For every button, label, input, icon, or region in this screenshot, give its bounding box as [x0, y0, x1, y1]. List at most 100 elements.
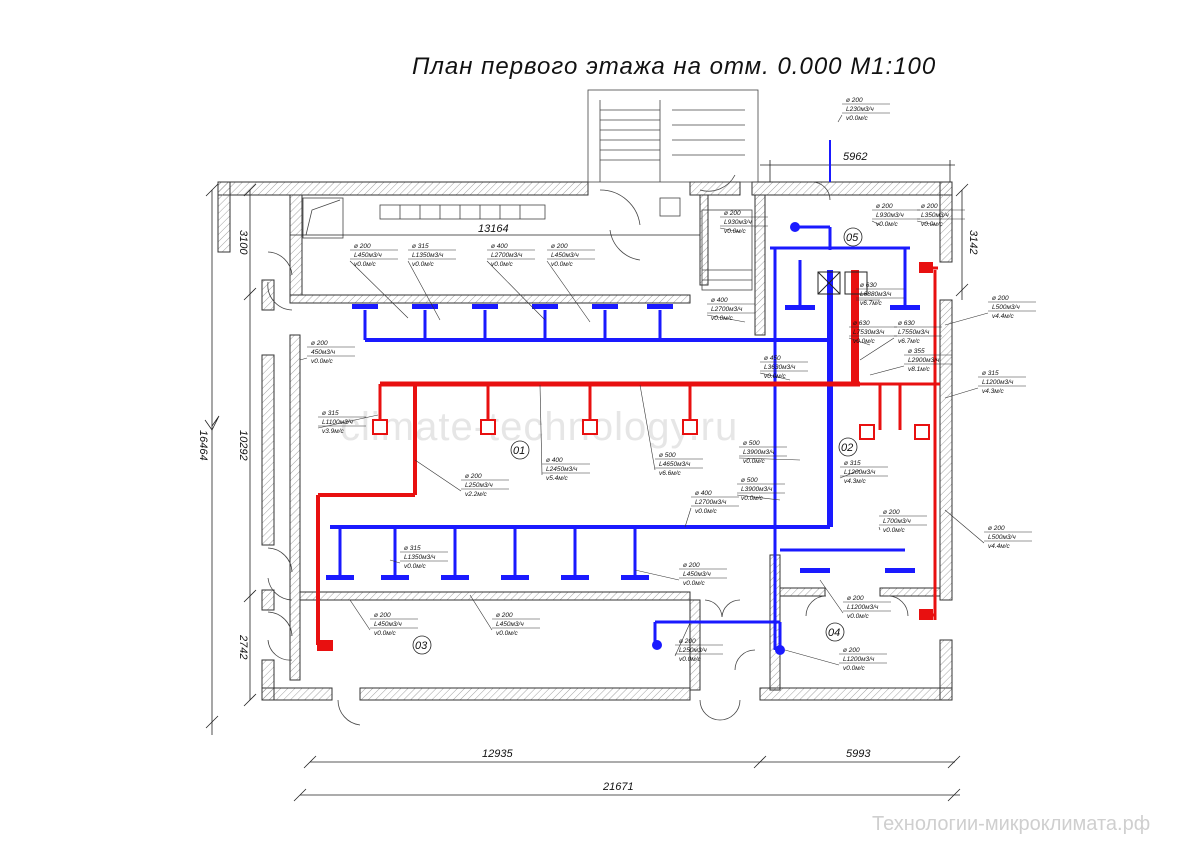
room-02: 02 — [841, 442, 853, 454]
dim-5993: 5993 — [846, 748, 871, 760]
walls — [217, 181, 953, 701]
note-velocity: v0.0м/с — [412, 261, 435, 268]
dimension-lines — [204, 160, 969, 802]
note-leader — [819, 579, 844, 614]
note-diameter: ø 500 — [741, 477, 758, 484]
note-diameter: ø 200 — [374, 612, 391, 619]
note-diameter: ø 200 — [354, 243, 371, 250]
room-05: 05 — [846, 232, 859, 244]
note-velocity: v3.9м/с — [322, 428, 345, 435]
drawing-title: План первого этажа на отм. 0.000 М1:100 — [412, 53, 936, 80]
note-diameter: ø 400 — [695, 490, 712, 497]
room-labels: 01 02 03 04 05 — [412, 227, 863, 655]
watermark: climate-technology.ru — [340, 405, 738, 449]
note-diameter: ø 315 — [982, 370, 999, 377]
note-flow: L930м3/ч — [876, 212, 904, 219]
note-leader — [719, 227, 741, 233]
room-01: 01 — [513, 445, 525, 457]
note-flow: L450м3/ч — [683, 571, 711, 578]
note-flow: L2700м3/ч — [711, 306, 743, 313]
note-flow: L500м3/ч — [992, 304, 1020, 311]
note-flow: L1350м3/ч — [404, 554, 436, 561]
note-leader — [349, 599, 371, 631]
note-velocity: v0.0м/с — [883, 527, 906, 534]
note-leader — [736, 494, 781, 501]
note-velocity: v0.0м/с — [724, 228, 747, 235]
note-velocity: v0.0м/с — [847, 613, 870, 620]
note-diameter: ø 355 — [908, 348, 925, 355]
note-diameter: ø 400 — [491, 243, 508, 250]
note-flow: L7550м3/ч — [898, 329, 930, 336]
note-velocity: v5.4м/с — [546, 475, 569, 482]
note-leader — [539, 384, 543, 476]
note-leader — [299, 357, 308, 361]
note-diameter: ø 200 — [883, 509, 900, 516]
note-diameter: ø 200 — [551, 243, 568, 250]
note-flow: L6880м3/ч — [860, 291, 892, 298]
note-leader — [944, 312, 989, 326]
note-flow: L450м3/ч — [551, 252, 579, 259]
note-velocity: v6.7м/с — [898, 338, 921, 345]
note-flow: L930м3/ч — [724, 219, 752, 226]
note-velocity: v0.0м/с — [695, 508, 718, 515]
note-leader — [848, 337, 871, 346]
note-leader — [407, 260, 441, 321]
note-diameter: ø 200 — [876, 203, 893, 210]
note-velocity: v4.4м/с — [992, 313, 1015, 320]
note-flow: L450м3/ч — [354, 252, 382, 259]
note-diameter: ø 200 — [988, 525, 1005, 532]
note-velocity: v0.0м/с — [679, 656, 702, 663]
note-flow: L7530м3/ч — [853, 329, 885, 336]
note-leader — [839, 469, 861, 479]
note-velocity: v2.2м/с — [465, 491, 488, 498]
note-velocity: v6.6м/с — [659, 470, 682, 477]
note-velocity: v8.1м/с — [908, 366, 931, 373]
dim-3142: 3142 — [967, 230, 979, 254]
note-velocity: v0.0м/с — [551, 261, 574, 268]
note-diameter: ø 200 — [921, 203, 938, 210]
note-velocity: v0.0м/с — [354, 261, 377, 268]
note-flow: L450м3/ч — [374, 621, 402, 628]
note-flow: L2900м3/ч — [908, 357, 940, 364]
note-diameter: ø 400 — [546, 457, 563, 464]
note-velocity: v0.0м/с — [711, 315, 734, 322]
note-diameter: ø 200 — [496, 612, 513, 619]
note-flow: L1200м3/ч — [982, 379, 1014, 386]
note-flow: L1200м3/ч — [843, 656, 875, 663]
dim-12935: 12935 — [482, 748, 513, 760]
note-diameter: ø 315 — [844, 460, 861, 467]
note-diameter: ø 500 — [659, 452, 676, 459]
note-flow: L2450м3/ч — [546, 466, 578, 473]
note-diameter: ø 200 — [683, 562, 700, 569]
note-flow: L230м3/ч — [846, 106, 874, 113]
note-diameter: ø 315 — [322, 410, 339, 417]
dimension-texts: 3100 10292 2742 16464 3142 13164 5962 12… — [197, 151, 979, 793]
note-diameter: ø 200 — [465, 473, 482, 480]
note-leader — [916, 220, 936, 226]
note-leader — [486, 260, 546, 321]
dim-21671: 21671 — [602, 781, 634, 793]
dim-2742: 2742 — [237, 634, 249, 659]
note-velocity: v4.3м/с — [982, 388, 1005, 395]
note-flow: L350м3/ч — [921, 212, 949, 219]
note-leader — [546, 260, 591, 323]
note-leader — [414, 459, 462, 492]
note-diameter: ø 630 — [860, 282, 877, 289]
note-leader — [634, 569, 680, 581]
note-flow: L3900м3/ч — [741, 486, 773, 493]
